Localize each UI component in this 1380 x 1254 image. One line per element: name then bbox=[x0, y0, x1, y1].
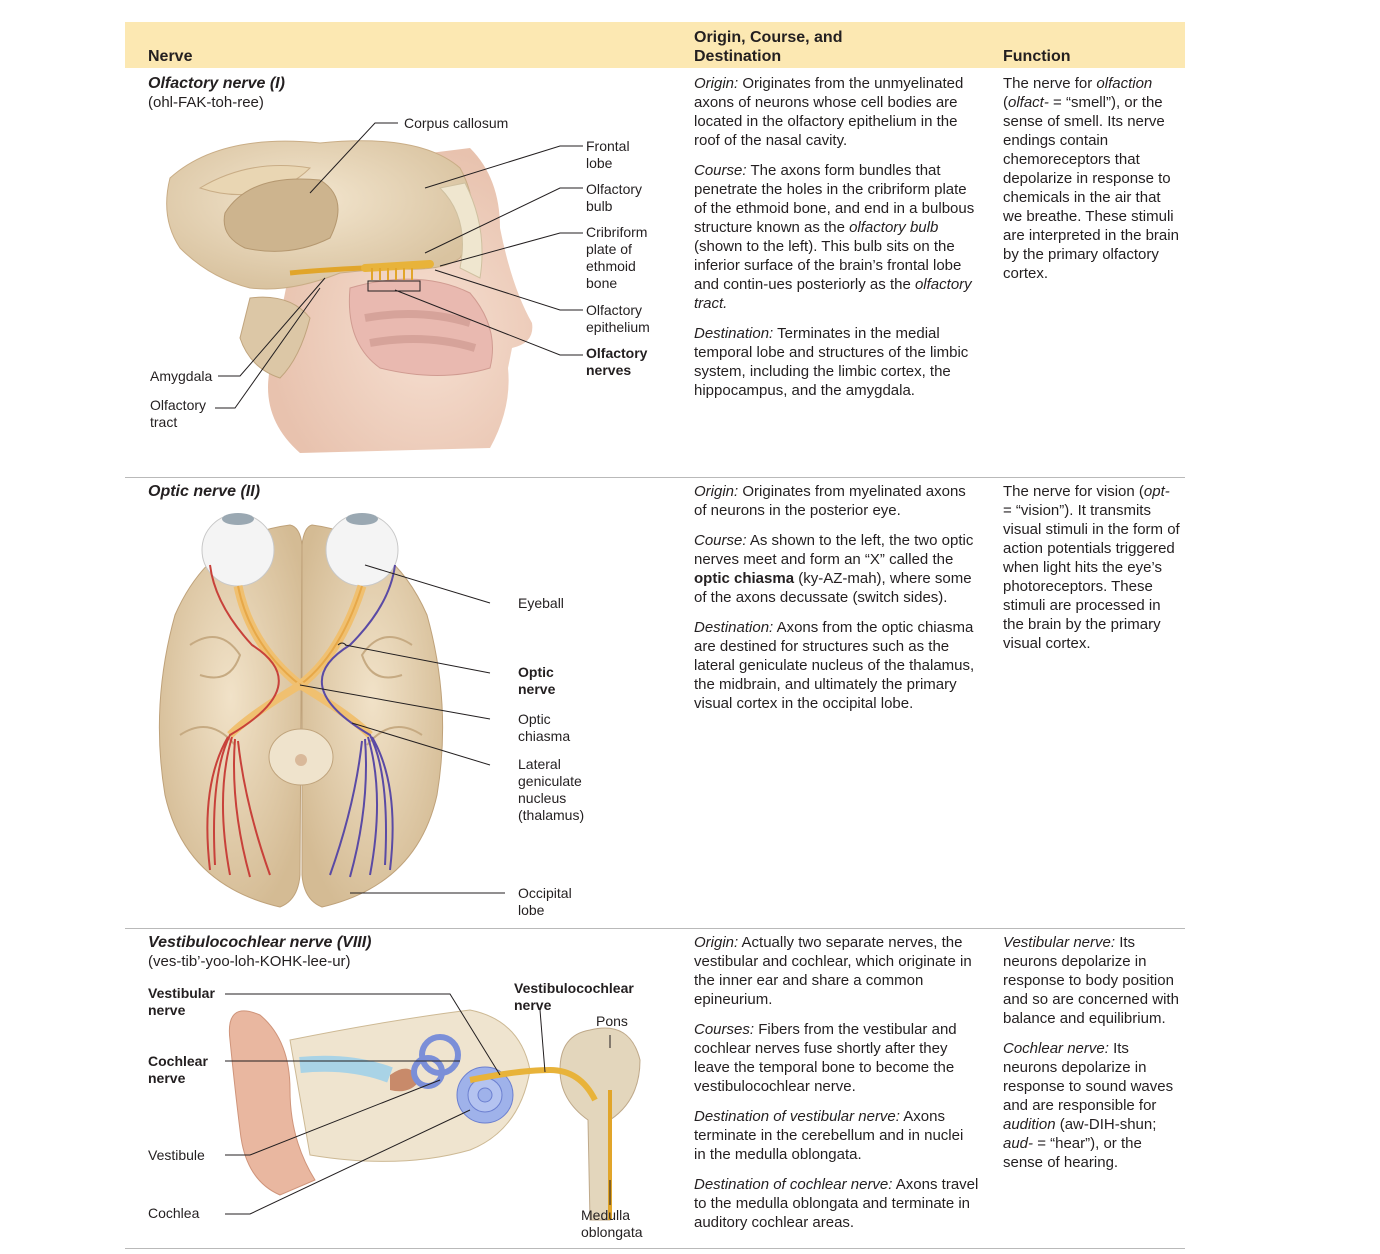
optic-nerve-title: Optic nerve (II) bbox=[148, 483, 261, 500]
label-amygdala: Amygdala bbox=[150, 368, 213, 384]
label-lateral-geniculate-nucleus: Lateral geniculate nucleus (thalamus) bbox=[518, 756, 585, 823]
header-nerve: Nerve bbox=[148, 48, 193, 65]
label-cochlear-nerve: Cochlear nerve bbox=[148, 1053, 208, 1086]
label-olfactory-tract: Olfactory tract bbox=[150, 397, 207, 430]
olfactory-function: The nerve for olfaction (olfact- = “smel… bbox=[1003, 75, 1179, 282]
label-vestibular-nerve: Vestibular nerve bbox=[148, 985, 215, 1018]
header-origin: Origin, Course, and Destination bbox=[694, 29, 843, 65]
label-olfactory-bulb: Olfactory bulb bbox=[586, 181, 643, 214]
vestibulocochlear-function: Vestibular nerve: Its neurons depolarize… bbox=[1003, 934, 1179, 1171]
optic-illustration bbox=[158, 513, 505, 908]
label-olfactory-epithelium: Olfactory epithelium bbox=[586, 302, 650, 335]
header-function: Function bbox=[1003, 48, 1071, 65]
olfactory-nerve-title: Olfactory nerve (I) bbox=[148, 75, 285, 92]
label-medulla-oblongata: Medulla oblongata bbox=[581, 1207, 643, 1240]
vestibulocochlear-pronunciation: (ves-tib’-yoo-loh-KOHK-lee-ur) bbox=[148, 953, 351, 970]
optic-function: The nerve for vision (opt- = “vision”). … bbox=[1003, 483, 1180, 652]
label-optic-nerve: Optic nerve bbox=[518, 664, 556, 697]
label-cochlea: Cochlea bbox=[148, 1205, 200, 1221]
vestibulocochlear-origin-course-destination: Origin: Actually two separate nerves, th… bbox=[694, 934, 979, 1231]
vestibulocochlear-illustration bbox=[225, 993, 641, 1221]
label-frontal-lobe: Frontal lobe bbox=[586, 138, 630, 171]
label-vestibule: Vestibule bbox=[148, 1147, 205, 1163]
row-divider bbox=[125, 477, 1185, 478]
olfactory-illustration bbox=[166, 122, 583, 453]
label-olfactory-nerves: Olfactory nerves bbox=[586, 345, 648, 378]
row-divider bbox=[125, 1248, 1185, 1249]
label-corpus-callosum: Corpus callosum bbox=[404, 115, 509, 131]
row-divider bbox=[125, 928, 1185, 929]
label-occipital-lobe: Occipital lobe bbox=[518, 885, 572, 918]
label-eyeball: Eyeball bbox=[518, 595, 564, 611]
olfactory-origin-course-destination: Origin: Originates from the unmyelinated… bbox=[694, 75, 975, 399]
label-optic-chiasma: Optic chiasma bbox=[518, 711, 571, 744]
label-pons: Pons bbox=[596, 1013, 628, 1029]
vestibulocochlear-nerve-title: Vestibulocochlear nerve (VIII) bbox=[148, 934, 372, 951]
label-cribriform-plate: Cribriform plate of ethmoid bone bbox=[586, 224, 648, 291]
label-vestibulocochlear-nerve: Vestibulocochlear nerve bbox=[514, 980, 634, 1013]
optic-origin-course-destination: Origin: Originates from myelinated axons… bbox=[694, 483, 975, 712]
olfactory-pronunciation: (ohl-FAK-toh-ree) bbox=[148, 94, 264, 111]
table-header bbox=[125, 22, 1185, 68]
